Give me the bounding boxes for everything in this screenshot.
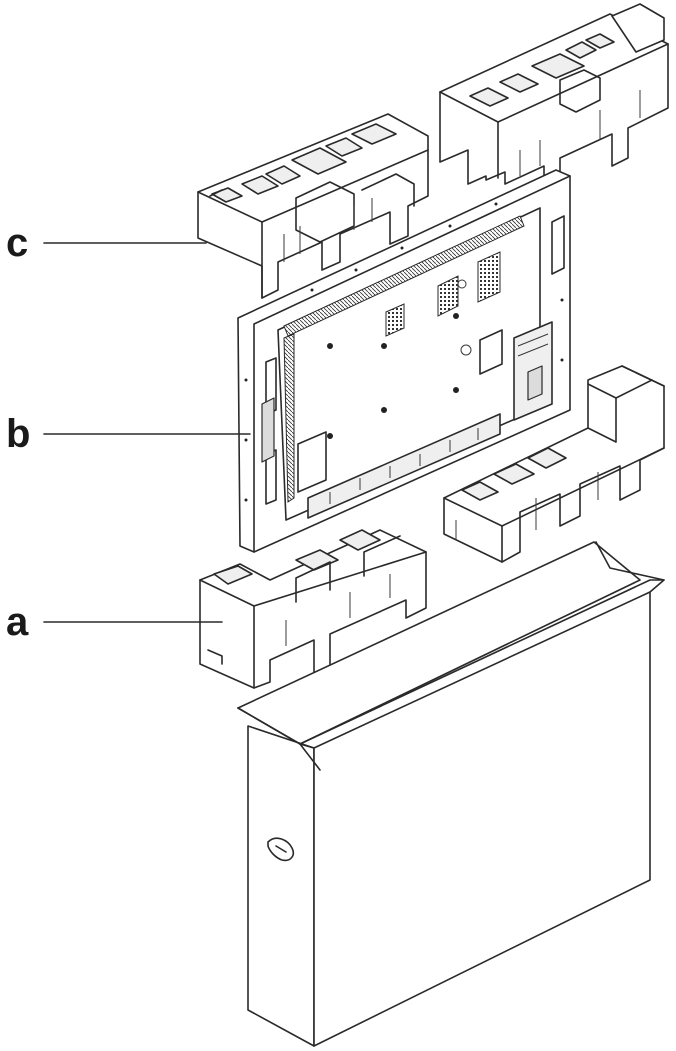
callout-label-a: a [6, 600, 29, 644]
callout-a: a [6, 600, 223, 644]
carton-box [237, 541, 665, 1047]
callout-c: c [6, 221, 207, 265]
callout-label-c: c [6, 221, 28, 265]
callout-label-b: b [6, 412, 30, 456]
foam-cushion-middle-right [443, 365, 665, 563]
foam-cushion-a [199, 529, 427, 689]
foam-cushion-c [197, 113, 429, 299]
callout-b: b [6, 412, 251, 456]
foam-cushion-top-right [439, 3, 669, 199]
display-panel-b [237, 169, 571, 553]
